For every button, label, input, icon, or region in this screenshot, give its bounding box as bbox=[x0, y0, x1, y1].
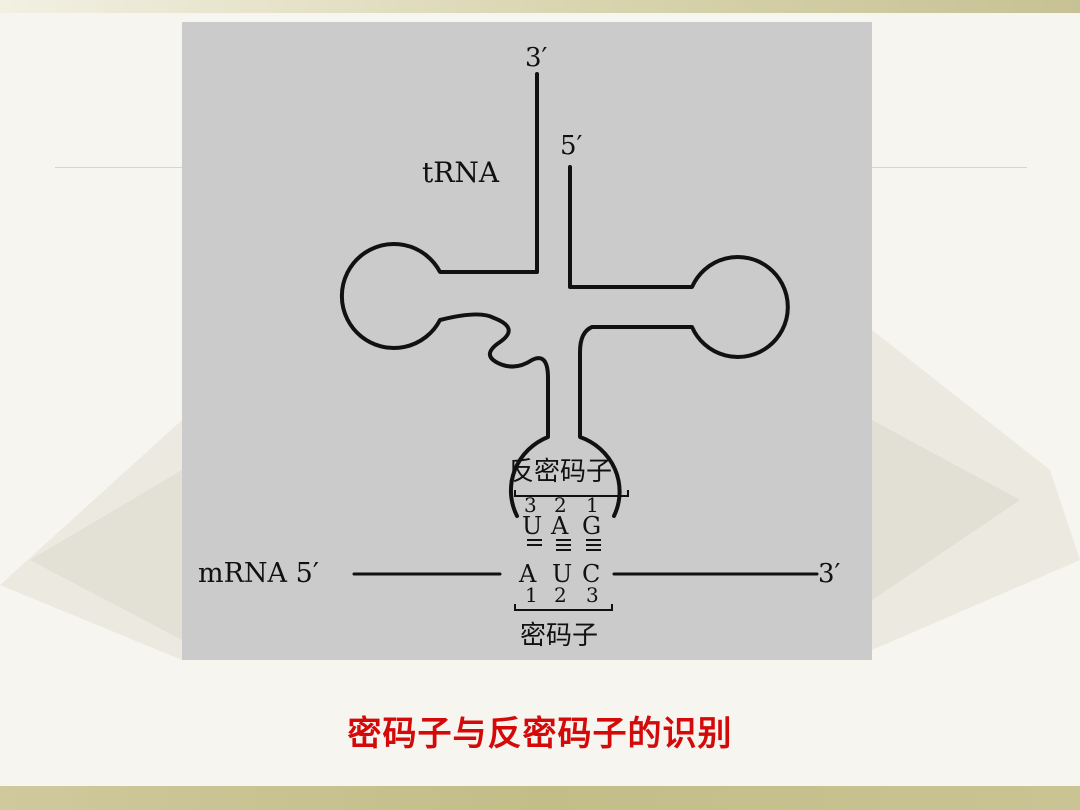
header-rule-left bbox=[55, 167, 182, 168]
anticodon-bracket bbox=[514, 490, 629, 497]
codon-label: 密码子 bbox=[520, 621, 598, 651]
anticodon-base-3: G bbox=[582, 512, 601, 540]
bottom-decorative-band bbox=[0, 786, 1080, 810]
trna-strand-5prime bbox=[568, 165, 790, 518]
anticodon-base-1: U bbox=[522, 512, 542, 540]
trna-strand-3prime bbox=[339, 72, 550, 518]
slide-caption: 密码子与反密码子的识别 bbox=[347, 714, 733, 754]
anticodon-position-1: 1 bbox=[586, 493, 599, 517]
anticodon-base-2: A bbox=[550, 512, 569, 540]
trna-5prime-label: 5′ bbox=[560, 131, 583, 161]
codon-position-2: 2 bbox=[554, 583, 567, 607]
trna-3prime-label: 3′ bbox=[525, 43, 548, 73]
mrna-5prime-label: mRNA 5′ bbox=[198, 558, 319, 589]
anticodon-position-2: 2 bbox=[554, 493, 567, 517]
codon-bracket bbox=[514, 604, 613, 611]
trna-diagram: 3′ 5′ tRNA 反密码子 3 2 1 U A G mRNA 5′ 3′ A… bbox=[182, 22, 872, 660]
header-rule-right bbox=[872, 167, 1027, 168]
mrna-3prime-label: 3′ bbox=[818, 559, 841, 589]
top-decorative-band bbox=[0, 0, 1080, 13]
codon-position-1: 1 bbox=[525, 583, 538, 607]
codon-base-2: U bbox=[552, 560, 572, 588]
trna-label: tRNA bbox=[422, 156, 500, 189]
codon-position-3: 3 bbox=[586, 583, 599, 607]
anticodon-position-3: 3 bbox=[524, 493, 537, 517]
codon-base-1: A bbox=[518, 560, 537, 588]
anticodon-label: 反密码子 bbox=[508, 457, 612, 487]
codon-base-3: C bbox=[582, 560, 600, 588]
